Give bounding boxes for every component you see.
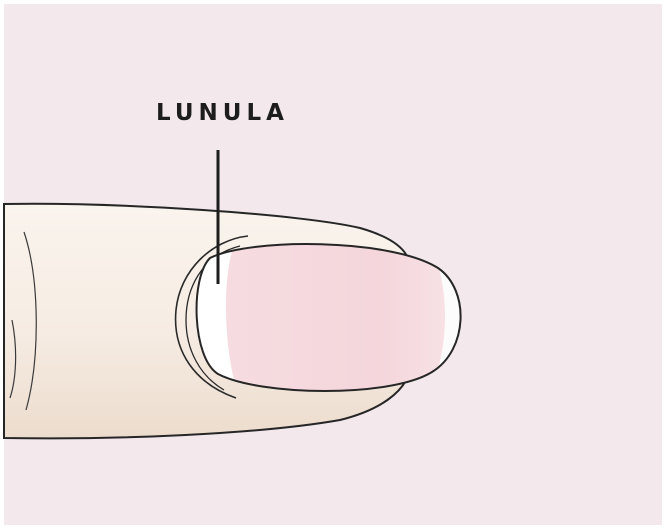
- lunula-label: LUNULA: [156, 100, 286, 126]
